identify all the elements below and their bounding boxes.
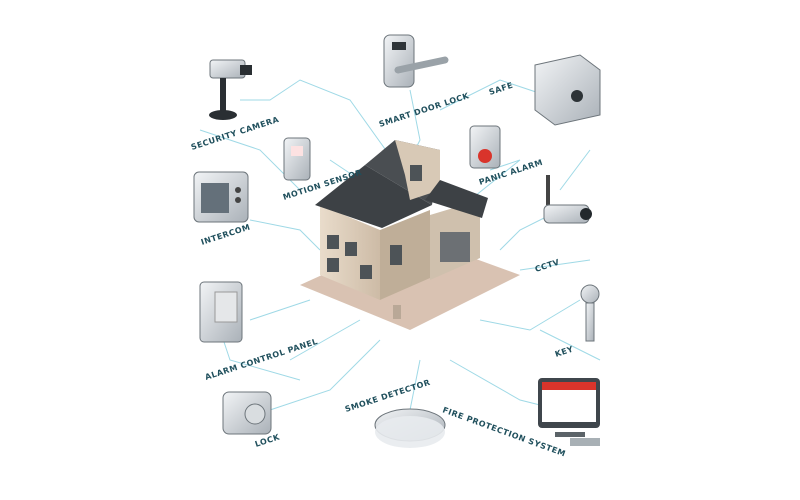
alarm-button-icon xyxy=(469,125,501,169)
label-safe: SAFE xyxy=(488,81,514,97)
label-smoke-detector: SMOKE DETECTOR xyxy=(344,378,432,414)
smart-door-lock-icon xyxy=(383,34,449,88)
motion-sensor-icon xyxy=(283,137,311,181)
label-security-camera: SECURITY CAMERA xyxy=(190,115,281,152)
door-lock-icon xyxy=(222,391,272,435)
label-alarm-control-panel: ALARM CONTROL PANEL xyxy=(204,337,319,382)
label-intercom: INTERCOM xyxy=(200,222,252,246)
label-cctv: CCTV xyxy=(534,257,561,274)
connector-lines xyxy=(199,79,601,411)
security-monitor-icon xyxy=(538,378,600,446)
smoke-detector-icon xyxy=(374,408,446,448)
house-icon xyxy=(300,140,520,330)
cctv-camera-icon xyxy=(209,59,252,120)
safe-box-icon xyxy=(534,54,601,126)
label-lock: LOCK xyxy=(254,432,281,449)
control-panel-icon xyxy=(199,281,243,343)
video-intercom-icon xyxy=(193,171,249,223)
label-key: KEY xyxy=(554,344,575,358)
bullet-camera-icon xyxy=(543,175,592,224)
label-smart-door-lock: SMART DOOR LOCK xyxy=(378,91,471,129)
key-icon xyxy=(580,284,600,342)
